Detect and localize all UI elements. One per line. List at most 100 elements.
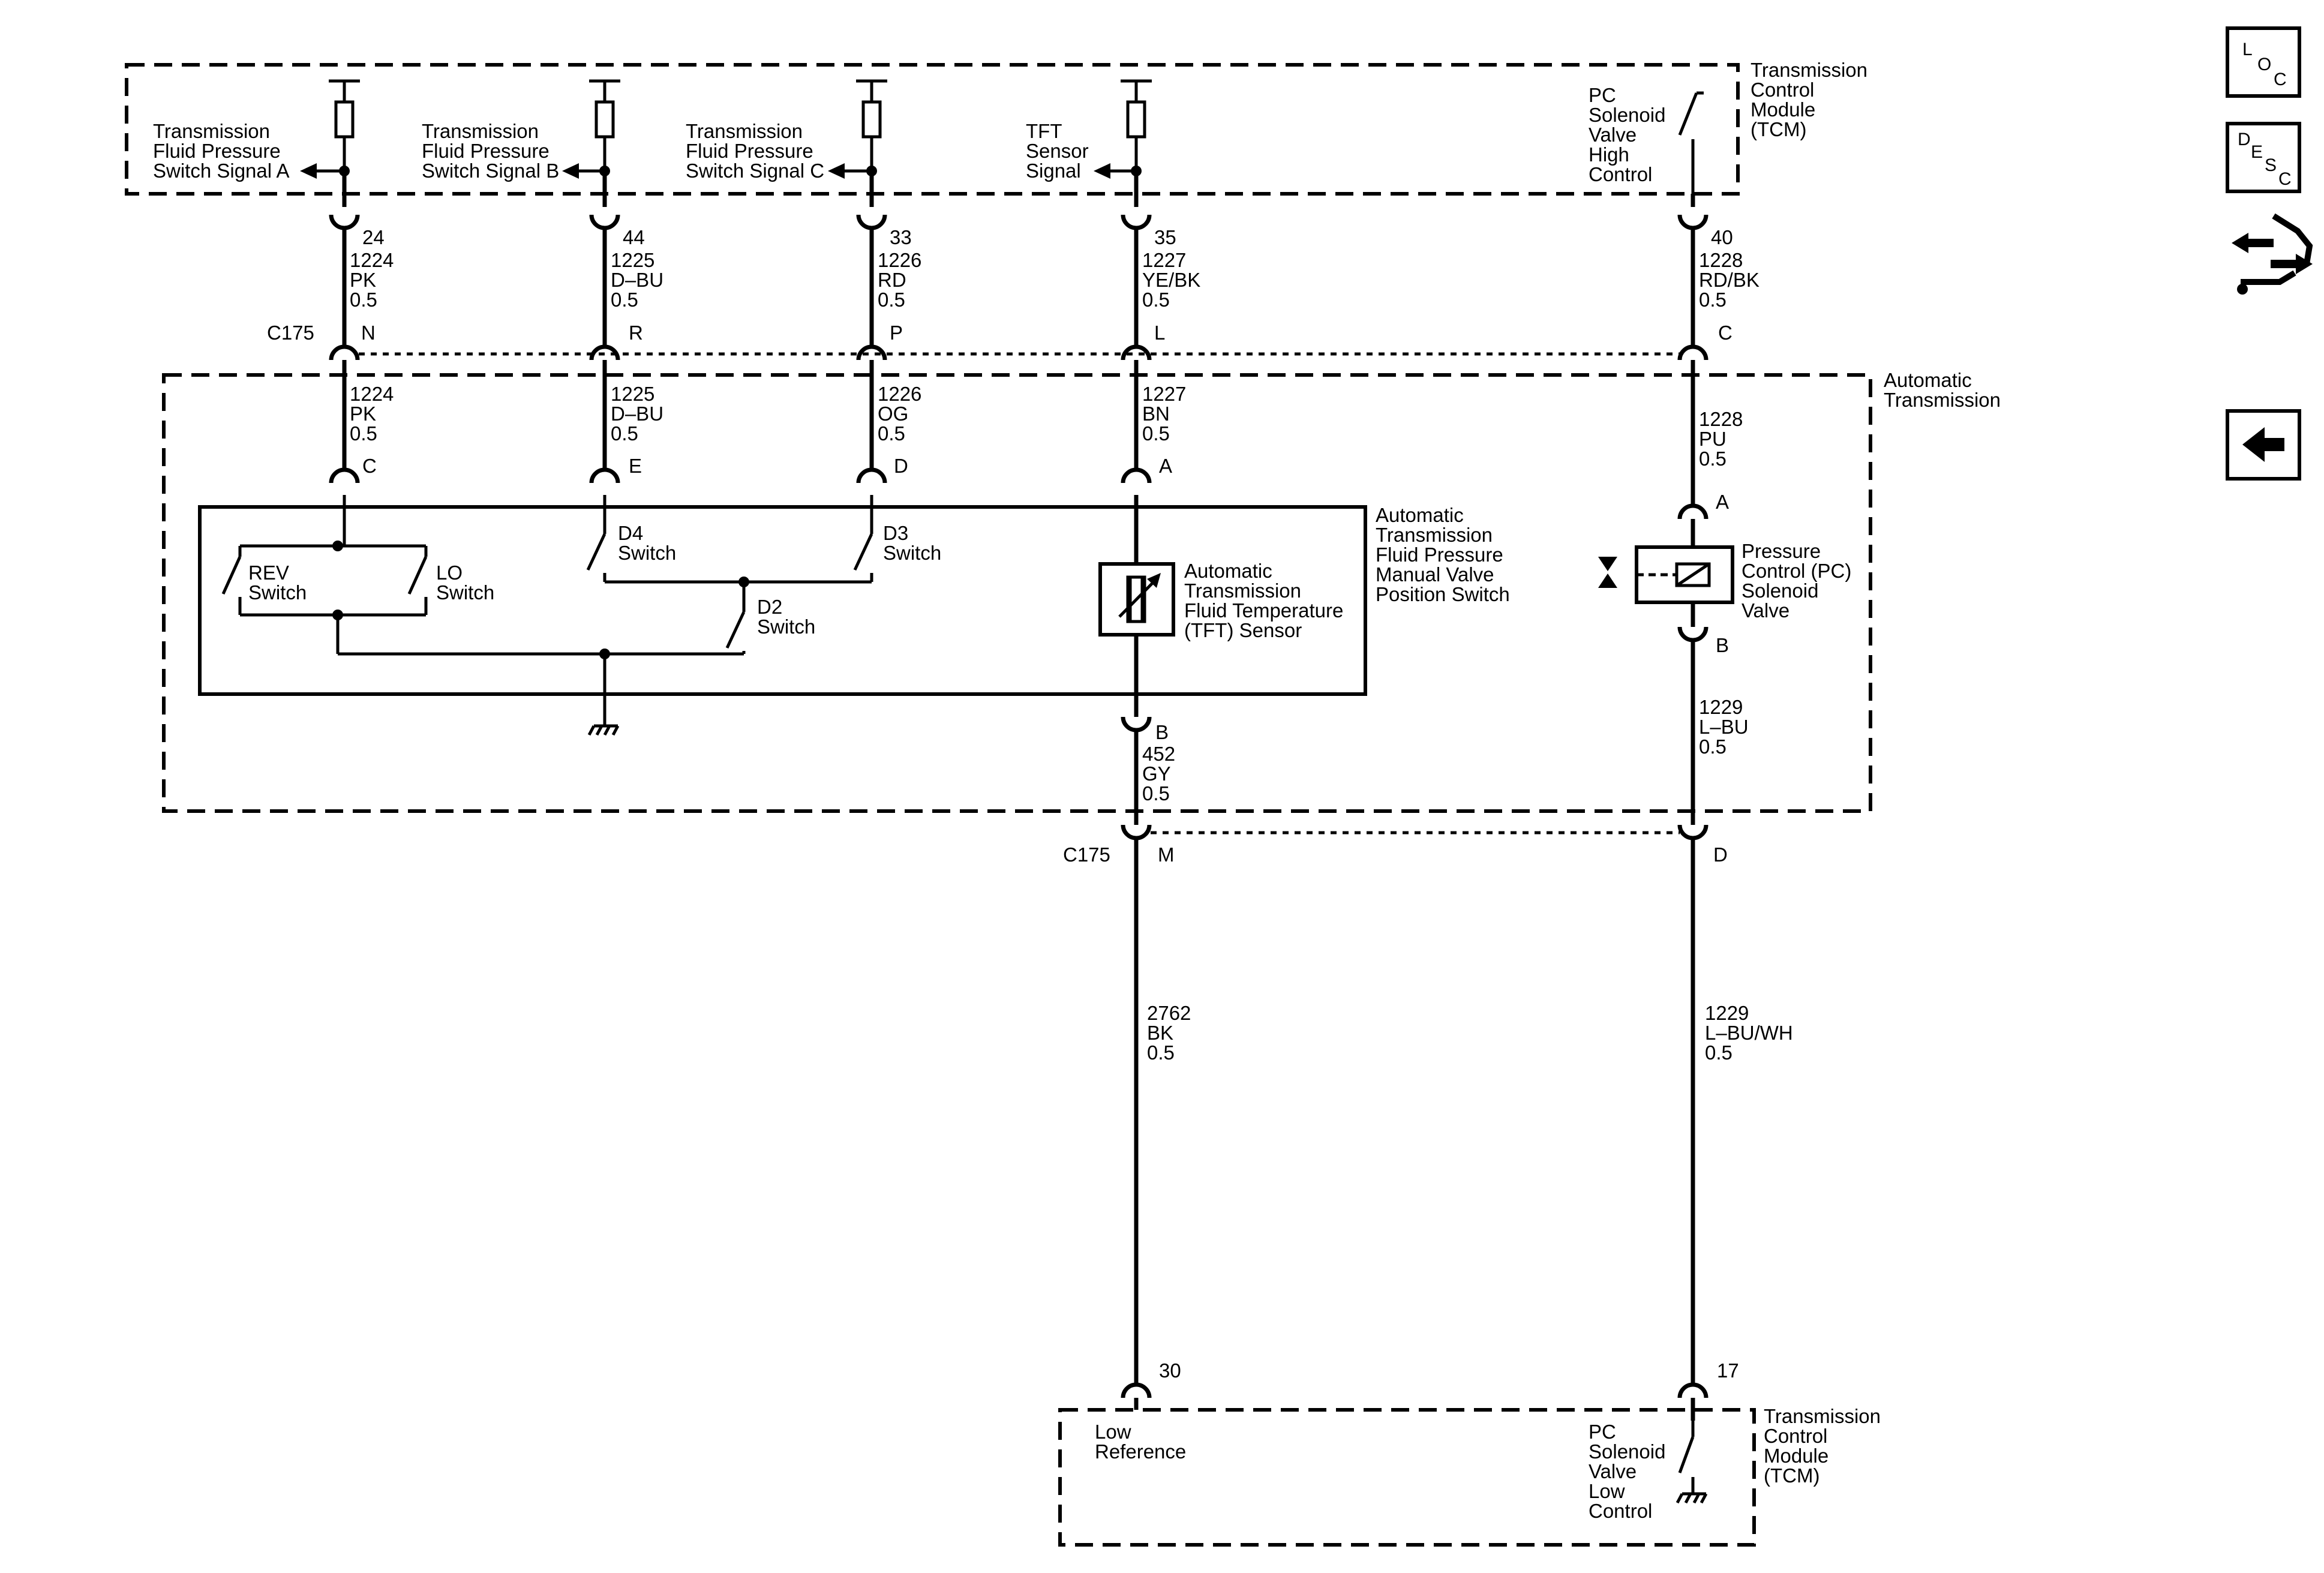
svg-text:A: A — [1716, 491, 1729, 513]
svg-text:1228: 1228 — [1699, 408, 1743, 430]
svg-text:Transmission: Transmission — [1764, 1405, 1881, 1427]
desc-button[interactable]: D E S C — [2226, 122, 2301, 193]
signal-label-c: Transmission Fluid Pressure Switch Signa… — [686, 120, 824, 182]
pc-solenoid-valve — [1598, 519, 1734, 825]
svg-text:Fluid Pressure: Fluid Pressure — [422, 140, 550, 162]
c175-bottom-connector: C175 M D — [1063, 824, 1728, 866]
svg-text:Solenoid: Solenoid — [1589, 1440, 1665, 1463]
svg-text:0.5: 0.5 — [1142, 422, 1170, 445]
svg-text:TFT: TFT — [1026, 120, 1062, 142]
svg-text:1224: 1224 — [350, 249, 394, 271]
svg-text:GY: GY — [1142, 763, 1171, 785]
svg-text:1228: 1228 — [1699, 249, 1743, 271]
svg-text:D4: D4 — [618, 522, 643, 544]
svg-text:Transmission: Transmission — [422, 120, 539, 142]
pc-high-control-label: PC Solenoid Valve High Control — [1589, 84, 1665, 185]
svg-text:Module: Module — [1750, 98, 1815, 121]
svg-text:Fluid Temperature: Fluid Temperature — [1184, 599, 1343, 622]
pc-low-switch — [1676, 1421, 1708, 1504]
svg-text:Valve: Valve — [1742, 599, 1789, 622]
svg-text:OG: OG — [878, 403, 908, 425]
tcm-top-box — [125, 63, 1740, 196]
back-arrow-button[interactable] — [2226, 409, 2301, 481]
svg-text:Reference: Reference — [1095, 1440, 1186, 1463]
svg-text:Valve: Valve — [1589, 1460, 1637, 1482]
svg-text:0.5: 0.5 — [878, 422, 905, 445]
svg-text:PK: PK — [350, 403, 376, 425]
svg-text:Switch: Switch — [757, 616, 815, 638]
svg-text:0.5: 0.5 — [611, 422, 638, 445]
svg-text:Transmission: Transmission — [1376, 524, 1493, 546]
svg-text:YE/BK: YE/BK — [1142, 269, 1200, 291]
svg-text:E: E — [2251, 142, 2263, 162]
switch-network — [221, 495, 873, 736]
signal-label-a: Transmission Fluid Pressure Switch Signa… — [153, 120, 289, 182]
svg-text:Solenoid: Solenoid — [1742, 580, 1818, 602]
svg-text:30: 30 — [1159, 1359, 1181, 1382]
switch-assembly-label: Automatic Transmission Fluid Pressure Ma… — [1376, 504, 1510, 605]
svg-text:0.5: 0.5 — [611, 289, 638, 311]
svg-text:C: C — [2274, 70, 2287, 89]
svg-text:E: E — [629, 455, 642, 477]
svg-text:D: D — [1713, 843, 1728, 866]
svg-text:1225: 1225 — [611, 383, 654, 405]
svg-text:Fluid Pressure: Fluid Pressure — [686, 140, 813, 162]
svg-text:44: 44 — [623, 226, 645, 248]
svg-text:D–BU: D–BU — [611, 269, 663, 291]
rev-switch-label: REV Switch — [248, 562, 307, 604]
lo-switch-label: LO Switch — [436, 562, 494, 604]
svg-text:40: 40 — [1711, 226, 1733, 248]
signal-label-tft: TFT Sensor Signal — [1026, 120, 1089, 182]
svg-text:Low: Low — [1589, 1480, 1625, 1502]
svg-text:RD/BK: RD/BK — [1699, 269, 1759, 291]
svg-text:R: R — [629, 322, 643, 344]
svg-text:PC: PC — [1589, 84, 1616, 106]
tcm-bottom-box — [1058, 1408, 1756, 1547]
svg-text:Transmission: Transmission — [686, 120, 803, 142]
svg-text:Transmission: Transmission — [1884, 389, 2001, 411]
svg-text:Pressure: Pressure — [1742, 540, 1821, 562]
svg-text:Automatic: Automatic — [1884, 369, 1972, 391]
svg-text:0.5: 0.5 — [350, 289, 377, 311]
svg-text:A: A — [1159, 455, 1172, 477]
svg-text:C: C — [362, 455, 377, 477]
svg-text:0.5: 0.5 — [878, 289, 905, 311]
svg-text:C: C — [2278, 169, 2292, 189]
svg-text:Control: Control — [1589, 1500, 1652, 1522]
svg-text:17: 17 — [1717, 1359, 1739, 1382]
svg-text:1226: 1226 — [878, 249, 921, 271]
svg-text:1227: 1227 — [1142, 249, 1186, 271]
svg-text:Sensor: Sensor — [1026, 140, 1089, 162]
svg-text:L–BU: L–BU — [1699, 716, 1749, 738]
svg-text:33: 33 — [890, 226, 912, 248]
svg-text:Transmission: Transmission — [153, 120, 270, 142]
svg-text:Switch: Switch — [436, 581, 494, 604]
svg-text:Manual Valve: Manual Valve — [1376, 563, 1494, 586]
svg-text:(TCM): (TCM) — [1764, 1464, 1819, 1487]
svg-text:Fluid Pressure: Fluid Pressure — [153, 140, 281, 162]
svg-text:Solenoid: Solenoid — [1589, 104, 1665, 126]
svg-text:Control: Control — [1764, 1425, 1827, 1447]
svg-text:Control: Control — [1750, 79, 1814, 101]
pullup-resistors — [300, 79, 1704, 194]
svg-text:BN: BN — [1142, 403, 1170, 425]
svg-text:(TFT) Sensor: (TFT) Sensor — [1184, 619, 1302, 641]
tcm-top-label: Transmission Control Module (TCM) — [1750, 59, 1867, 140]
svg-text:C: C — [1718, 322, 1733, 344]
svg-text:B: B — [1716, 634, 1729, 656]
svg-text:PK: PK — [350, 269, 376, 291]
svg-text:PC: PC — [1589, 1421, 1616, 1443]
connector-hand-icon[interactable] — [2232, 213, 2313, 295]
upper-wires — [329, 171, 1709, 361]
svg-text:0.5: 0.5 — [1699, 736, 1727, 758]
svg-text:Switch: Switch — [883, 542, 941, 564]
svg-text:Switch Signal A: Switch Signal A — [153, 160, 289, 182]
svg-text:O: O — [2257, 55, 2271, 74]
loc-button[interactable]: L O C — [2226, 26, 2301, 98]
left-arrow-icon — [2242, 427, 2284, 462]
svg-text:B: B — [1155, 721, 1169, 743]
svg-text:0.5: 0.5 — [350, 422, 377, 445]
svg-text:Module: Module — [1764, 1445, 1828, 1467]
svg-text:Switch: Switch — [618, 542, 676, 564]
